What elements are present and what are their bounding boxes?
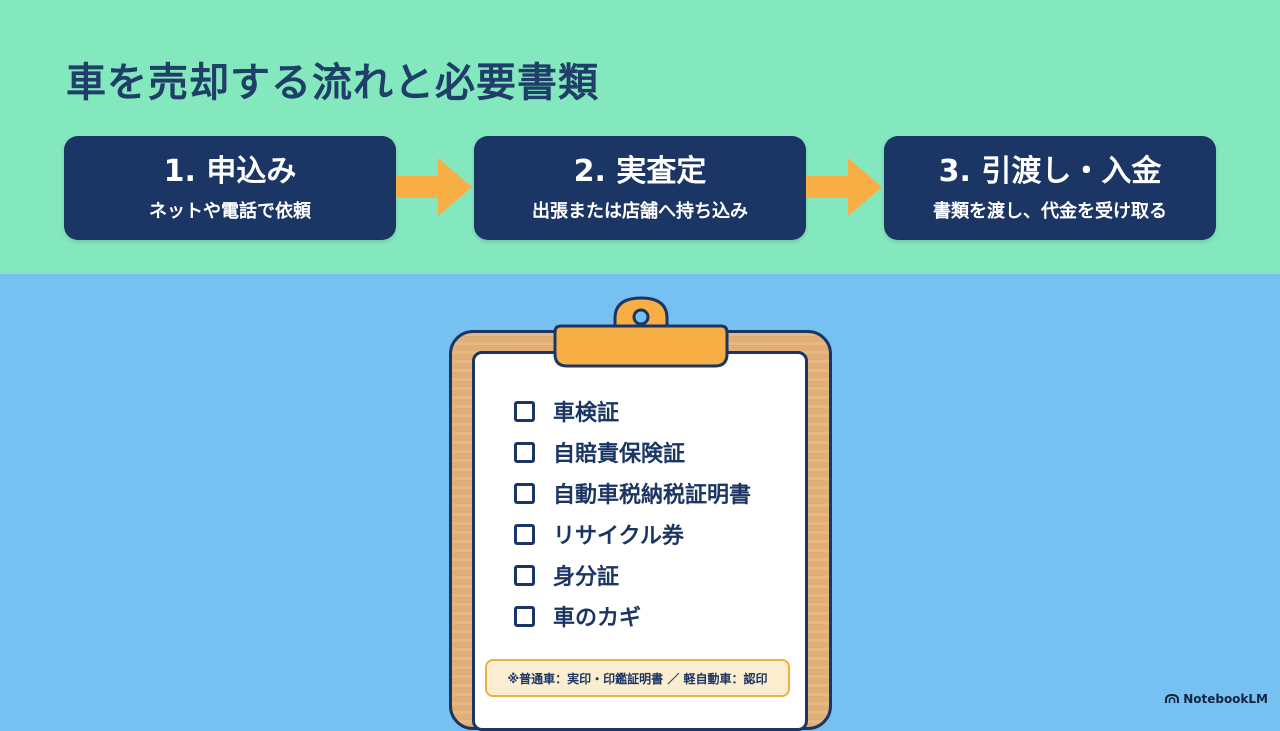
step-card-apply: 1. 申込み ネットや電話で依頼 [64,136,396,240]
right-arrow-icon [396,158,472,216]
checklist-item[interactable]: リサイクル券 [514,517,684,551]
checklist-item-label: 車のカギ [553,606,642,631]
checklist-item-label: 車検証 [553,401,620,426]
step-description: 出張または店舗へ持ち込み [532,201,748,222]
brand-watermark: NotebookLM [1165,692,1268,706]
step-title: 3. 引渡し・入金 [938,154,1162,189]
step-description: 書類を渡し、代金を受け取る [933,201,1167,222]
step-title: 2. 実査定 [573,154,707,189]
page-title: 車を売却する流れと必要書類 [66,60,599,106]
clipboard-clip-icon [553,296,729,368]
checklist-item-label: 自動車税納税証明書 [553,483,752,508]
seal-note-text: ※普通車：実印・印鑑証明書 ／ 軽自動車：認印 [507,671,768,686]
empty-checkbox-icon[interactable] [514,482,535,504]
step-title: 1. 申込み [163,154,297,189]
right-arrow-icon [806,158,882,216]
notebooklm-logo-icon [1165,694,1180,703]
empty-checkbox-icon[interactable] [514,605,535,627]
checklist-item[interactable]: 自賠責保険証 [514,435,685,469]
checklist-item[interactable]: 自動車税納税証明書 [514,476,751,510]
step-card-handover: 3. 引渡し・入金 書類を渡し、代金を受け取る [884,136,1216,240]
brand-label: NotebookLM [1183,692,1268,706]
checklist-item[interactable]: 車のカギ [514,599,641,633]
empty-checkbox-icon[interactable] [514,400,535,422]
checklist-item-label: リサイクル券 [553,524,684,549]
checklist-item-label: 身分証 [553,565,620,590]
empty-checkbox-icon[interactable] [514,523,535,545]
step-card-appraisal: 2. 実査定 出張または店舗へ持ち込み [474,136,806,240]
step-description: ネットや電話で依頼 [149,201,311,222]
checklist-item[interactable]: 車検証 [514,394,619,428]
seal-note-box: ※普通車：実印・印鑑証明書 ／ 軽自動車：認印 [485,659,790,697]
empty-checkbox-icon[interactable] [514,441,535,463]
empty-checkbox-icon[interactable] [514,564,535,586]
checklist-item[interactable]: 身分証 [514,558,619,592]
checklist-item-label: 自賠責保険証 [553,442,686,467]
